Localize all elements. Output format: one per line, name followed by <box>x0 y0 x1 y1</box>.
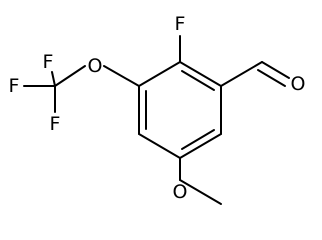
bond-c6-o <box>103 65 140 87</box>
bonds <box>23 35 290 205</box>
atom-label-o-methoxy: O <box>173 181 188 203</box>
bond-cf3-f-top <box>51 71 56 87</box>
bond-o-cf3 <box>54 65 86 87</box>
atom-label-f-cf3-bottom: F <box>50 113 61 135</box>
bond-ring-inner-1 <box>181 70 215 91</box>
bond-ring-c4-c5 <box>138 133 181 159</box>
atom-labels: F O O O F F F <box>9 13 306 203</box>
bond-o-ch3 <box>179 179 222 205</box>
bond-c2-cho <box>220 61 263 87</box>
atom-label-f-ring: F <box>175 13 186 35</box>
atom-label-f-cf3-top: F <box>43 51 54 73</box>
bond-ring-c6-c1 <box>138 61 181 87</box>
bond-cho-o-1 <box>261 61 290 79</box>
atom-label-o-aldehyde: O <box>291 73 306 95</box>
atom-label-o-ether-left: O <box>88 55 103 77</box>
atom-label-f-cf3-left: F <box>9 75 20 97</box>
bond-ring-c3-c4 <box>179 133 222 159</box>
bond-ring-inner-2 <box>181 129 215 150</box>
bond-cho-o-2 <box>257 69 286 87</box>
bond-ring-c1-c2 <box>179 61 222 87</box>
